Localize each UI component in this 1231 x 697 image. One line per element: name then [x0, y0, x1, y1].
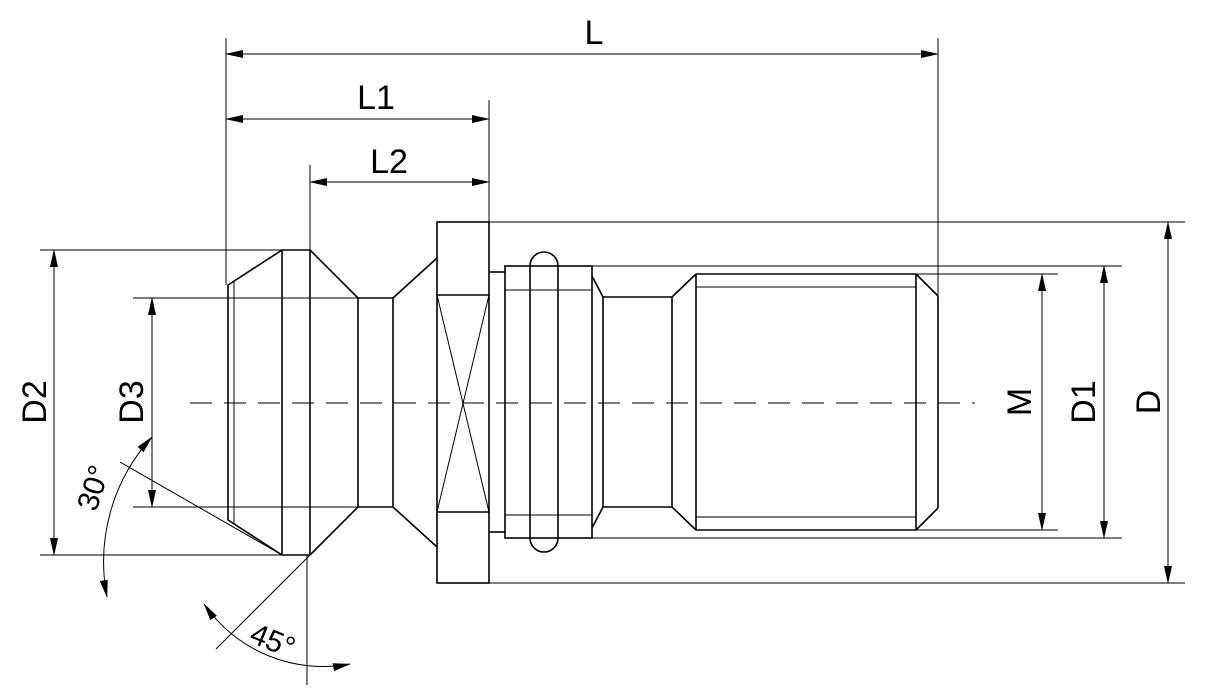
label-M: M	[1001, 388, 1039, 416]
label-L1: L1	[357, 79, 395, 117]
label-D: D	[1130, 390, 1168, 415]
angle-arc-45	[203, 603, 351, 672]
label-angle-30: 30°	[71, 461, 116, 514]
pull-stud-outline	[227, 221, 939, 584]
label-L2: L2	[370, 143, 408, 181]
label-angle-45: 45°	[245, 617, 299, 665]
label-D2: D2	[16, 380, 54, 423]
angle-arc-30	[99, 436, 153, 598]
label-D3: D3	[113, 380, 151, 423]
label-L: L	[585, 14, 604, 52]
dimension-lines	[50, 50, 1172, 672]
extension-lines	[40, 38, 1185, 685]
label-D1: D1	[1065, 380, 1103, 423]
